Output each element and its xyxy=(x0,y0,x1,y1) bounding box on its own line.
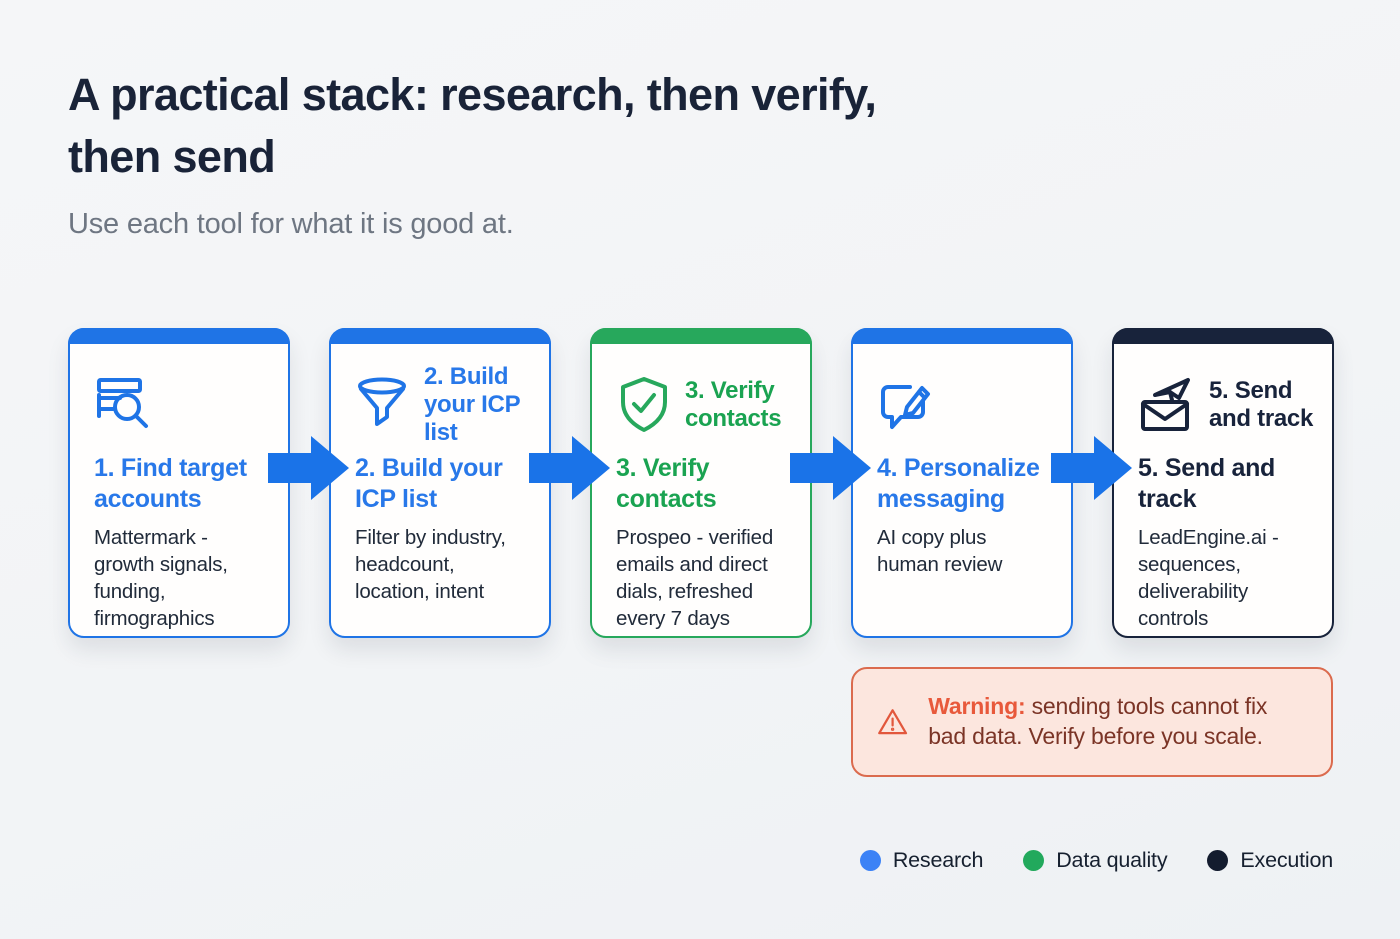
legend-dot-data-quality xyxy=(1023,850,1045,871)
card-body: Mattermark - growth signals, funding, fi… xyxy=(94,526,228,631)
card-icon-label: 2. Build your ICP list xyxy=(424,363,520,446)
legend-label: Execution xyxy=(1240,848,1333,872)
warning-message: sending tools cannot fix bad data. Verif… xyxy=(928,693,1268,749)
card-title: 2. Build your ICP list xyxy=(355,454,503,513)
card-icon-label: 3. Verify contacts xyxy=(685,377,782,432)
warning-text: Warning: sending tools cannot fix bad da… xyxy=(928,692,1307,752)
legend-item-data-quality: Data quality xyxy=(1023,848,1168,873)
card-title: 1. Find target accounts xyxy=(94,454,247,513)
card-icon-label: 5. Send and track xyxy=(1209,377,1314,432)
warning-label: Warning: xyxy=(928,693,1026,720)
card-accent-bar xyxy=(329,328,551,344)
page-title: A practical stack: research, then verify… xyxy=(68,69,877,182)
card-accent-bar xyxy=(68,328,290,344)
search-list-icon xyxy=(97,378,148,428)
card-body: AI copy plus human review xyxy=(877,526,1003,577)
warning-callout: Warning: sending tools cannot fix bad da… xyxy=(851,667,1333,777)
legend-label: Data quality xyxy=(1056,848,1168,872)
card-title: 5. Send and track xyxy=(1138,454,1276,513)
flow-arrow-1-icon xyxy=(268,436,349,500)
card-body: Filter by industry, headcount, location,… xyxy=(355,526,506,604)
flow-arrow-3-icon xyxy=(790,436,871,500)
legend-dot-research xyxy=(859,850,881,871)
shield-check-icon xyxy=(621,377,667,432)
step-card-find-target-accounts: 1. Find target accounts Mattermark - gro… xyxy=(68,328,290,638)
card-title: 3. Verify contacts xyxy=(616,454,717,513)
page-subtitle: Use each tool for what it is good at. xyxy=(68,208,514,240)
card-accent-bar xyxy=(851,328,1073,344)
flow-arrow-4-icon xyxy=(1051,436,1132,500)
flow-arrow-2-icon xyxy=(529,436,610,500)
legend-label: Research xyxy=(892,848,984,872)
warning-triangle-icon xyxy=(878,709,908,735)
send-mail-icon xyxy=(1141,378,1190,431)
card-accent-bar xyxy=(590,328,812,344)
legend: Research Data quality Execution xyxy=(859,848,1333,873)
step-card-verify-contacts: 3. Verify contacts 3. Verify contacts Pr… xyxy=(590,328,812,638)
step-card-personalize-messaging: 4. Personalize messaging AI copy plus hu… xyxy=(851,328,1073,638)
funnel-icon xyxy=(358,377,406,426)
card-title: 4. Personalize messaging xyxy=(877,454,1040,513)
step-card-build-icp-list: 2. Build your ICP list 2. Build your ICP… xyxy=(329,328,551,638)
legend-dot-execution xyxy=(1207,850,1229,871)
card-body: Prospeo - verified emails and direct dia… xyxy=(616,526,774,631)
legend-item-research: Research xyxy=(859,848,984,873)
step-card-send-and-track: 5. Send and track 5. Send and track Lead… xyxy=(1112,328,1334,638)
card-accent-bar xyxy=(1112,328,1334,344)
card-body: LeadEngine.ai - sequences, deliverabilit… xyxy=(1138,526,1279,631)
legend-item-execution: Execution xyxy=(1207,848,1333,873)
message-edit-icon xyxy=(881,385,930,429)
